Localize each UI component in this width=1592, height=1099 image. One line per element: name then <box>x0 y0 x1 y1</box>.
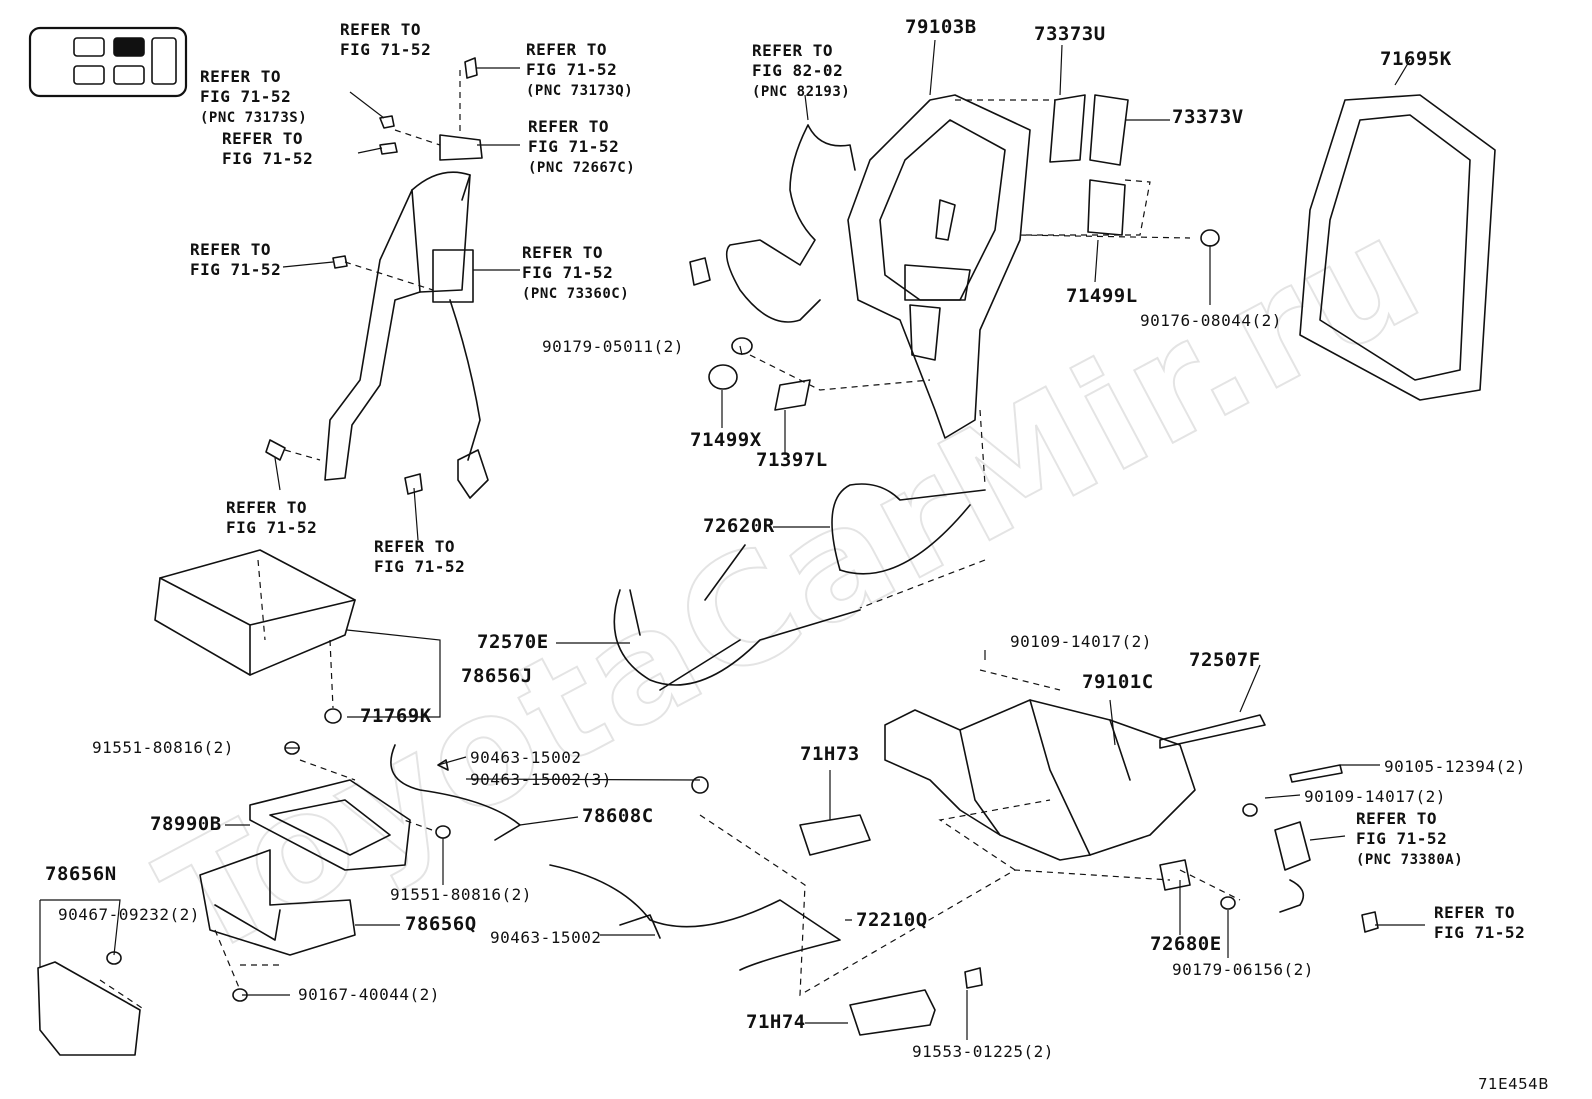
side-covers <box>37 849 356 1056</box>
part-91551-80816-b: 91551-80816(2) <box>390 885 532 904</box>
part-91553-01225: 91553-01225(2) <box>912 1042 1054 1061</box>
part-78990b: 78990B <box>150 813 222 835</box>
switch-71h74 <box>849 989 936 1036</box>
part-71h73: 71H73 <box>800 743 860 765</box>
wire-78608c <box>390 744 709 841</box>
part-79101c: 79101C <box>1082 671 1154 693</box>
part-72620r: 72620R <box>703 515 775 537</box>
part-78656q: 78656Q <box>405 913 477 935</box>
part-90176-08044: 90176-08044(2) <box>1140 311 1282 330</box>
part-78656n: 78656N <box>45 863 117 885</box>
part-90463-15002-c: 90463-15002 <box>490 928 602 947</box>
switch-71h73 <box>799 814 871 856</box>
back-covers <box>1049 94 1129 166</box>
part-90167-40044: 90167-40044(2) <box>298 985 440 1004</box>
bracket-72680e <box>964 859 1236 989</box>
recliner-parts <box>708 337 811 411</box>
part-72210q: 72210Q <box>856 909 928 931</box>
part-71695k: 71695K <box>1380 48 1452 70</box>
part-71499l: 71499L <box>1066 285 1138 307</box>
part-90109-14017-a: 90109-14017(2) <box>1010 632 1152 651</box>
part-90463-15002-a: 90463-15002 <box>470 748 582 767</box>
seat-back-frame <box>847 94 1031 439</box>
seat-back-board <box>1299 94 1496 401</box>
part-71397l: 71397L <box>756 449 828 471</box>
seat-belt-assembly <box>265 57 489 499</box>
part-72507f: 72507F <box>1189 649 1261 671</box>
part-78608c: 78608C <box>582 805 654 827</box>
part-78656j: 78656J <box>461 665 533 687</box>
part-72570e: 72570E <box>477 631 549 653</box>
part-73373v: 73373V <box>1172 106 1244 128</box>
part-90105-12394: 90105-12394(2) <box>1384 757 1526 776</box>
wire-harness <box>689 124 856 323</box>
part-90463-15002-b: 90463-15002(3) <box>470 770 612 789</box>
part-90109-14017-b: 90109-14017(2) <box>1304 787 1446 806</box>
part-79103b: 79103B <box>905 16 977 38</box>
part-90179-06156: 90179-06156(2) <box>1172 960 1314 979</box>
part-90467-09232: 90467-09232(2) <box>58 905 200 924</box>
diagram-code: 71E454B <box>1478 1075 1549 1093</box>
part-71499x: 71499X <box>690 429 762 451</box>
seat-cushion-frame <box>884 699 1379 933</box>
part-71h74: 71H74 <box>746 1011 806 1033</box>
ecu-module <box>154 549 356 724</box>
part-73373u: 73373U <box>1034 23 1106 45</box>
cable-72210q <box>549 864 841 971</box>
cables <box>613 483 986 691</box>
part-71769k: 71769K <box>360 705 432 727</box>
seat-position-icon <box>28 26 188 98</box>
part-91551-80816-a: 91551-80816(2) <box>92 738 234 757</box>
part-90179-05011: 90179-05011(2) <box>542 337 684 356</box>
part-72680e: 72680E <box>1150 933 1222 955</box>
lumbar-part <box>1087 179 1220 247</box>
